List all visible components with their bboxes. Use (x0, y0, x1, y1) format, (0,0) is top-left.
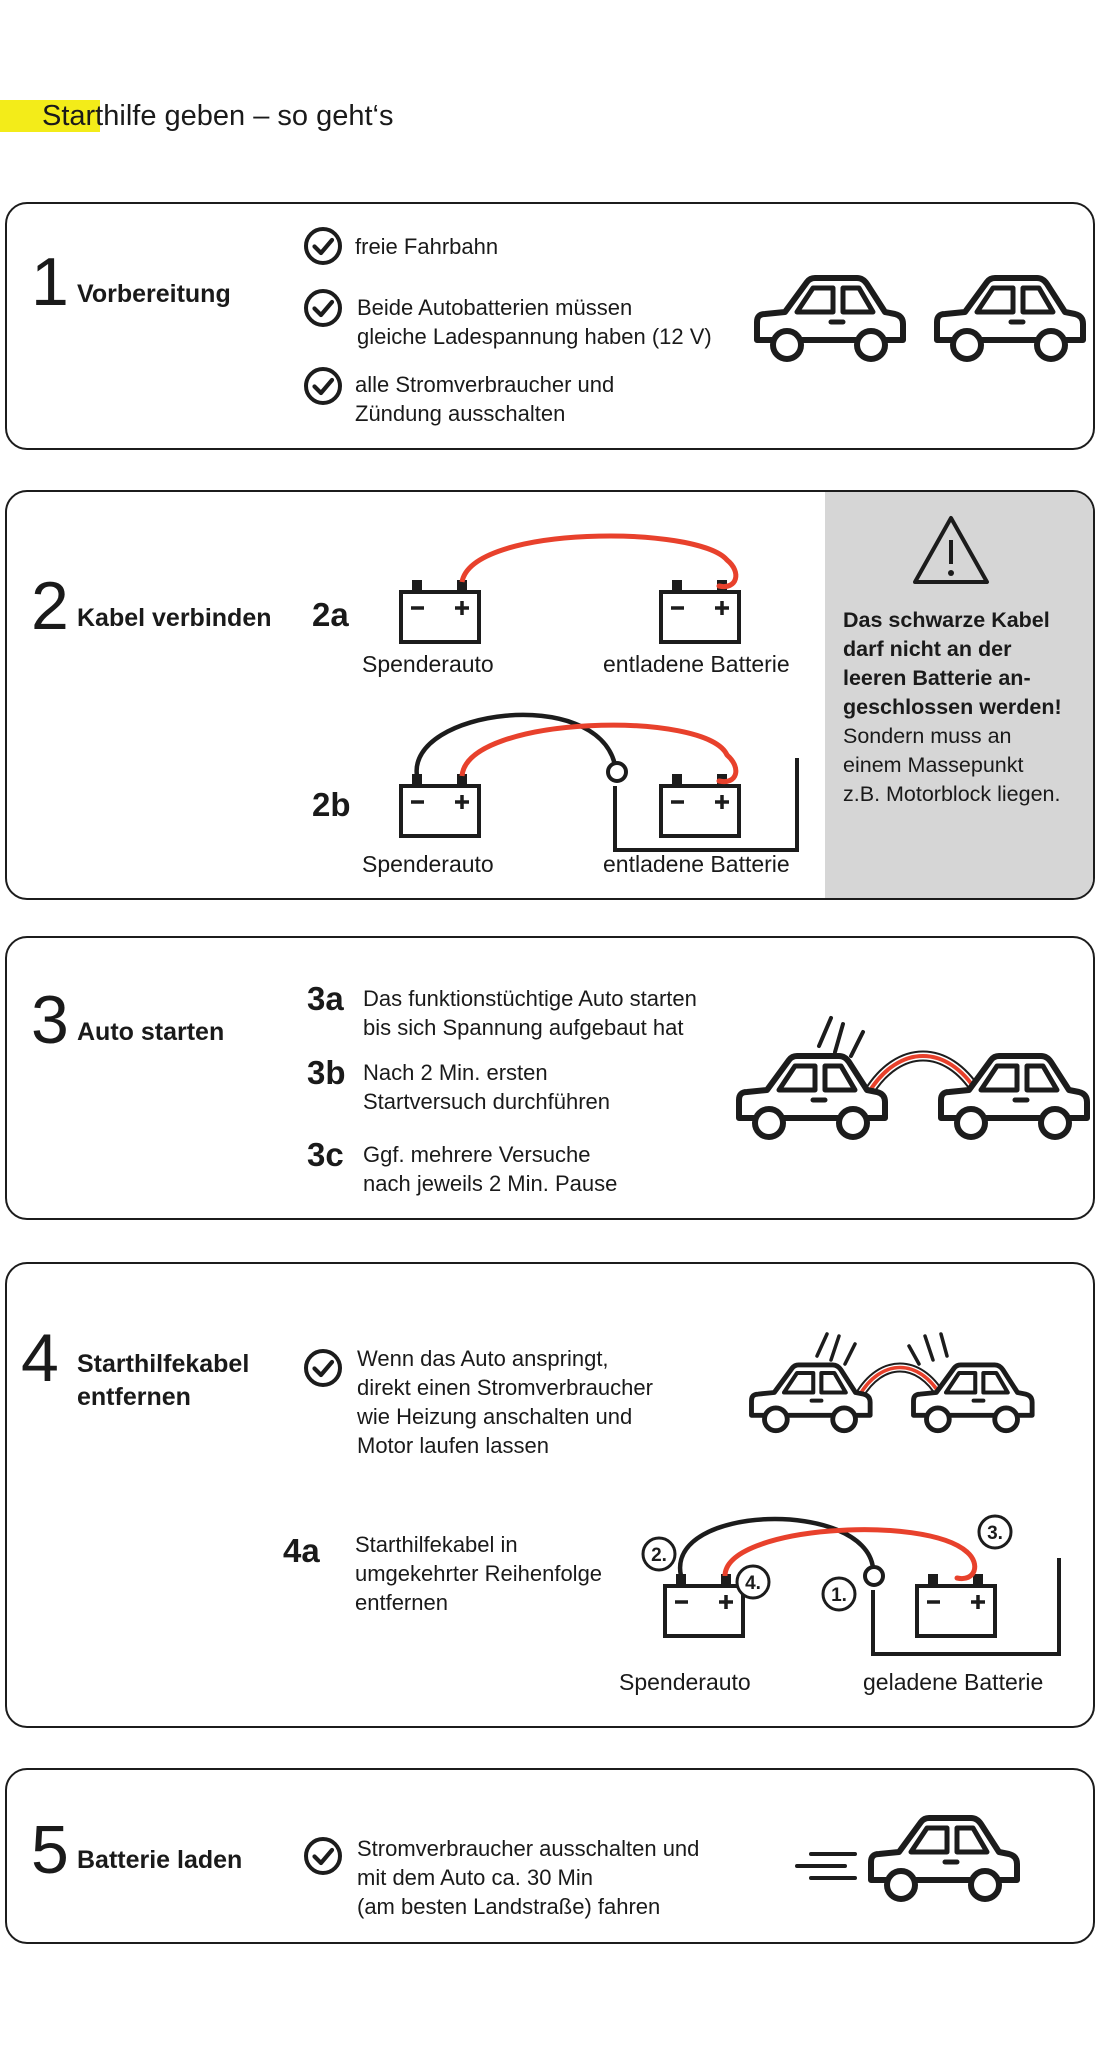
cable-diagram-2 (399, 533, 799, 852)
order-4-label: 4. (745, 1573, 761, 1594)
step-4-line-1: Wenn das Auto anspringt, (357, 1346, 609, 1371)
step-3-card: 3 Auto starten 3a Das funktionstüchtige … (5, 936, 1095, 1220)
step-4a-line-3: entfernen (355, 1590, 448, 1615)
step-4-line-3: wie Heizung anschalten und (357, 1404, 633, 1429)
car-icon (929, 270, 1089, 370)
warning-bold-line: geschlossen werden! (843, 695, 1062, 719)
step-3a-label: 3a (307, 980, 344, 1017)
step-1-item-1: freie Fahrbahn (355, 234, 499, 259)
step-3b-line-1: Nach 2 Min. ersten (363, 1060, 548, 1085)
warning-line: einem Massepunkt (843, 753, 1024, 777)
step-5-line-2: mit dem Auto ca. 30 Min (357, 1865, 593, 1890)
battery-icon (659, 578, 741, 644)
check-circle-icon (303, 1836, 343, 1876)
car-icon (752, 1365, 871, 1431)
car-icon (871, 1818, 1017, 1899)
check-circle-icon (303, 226, 343, 266)
car-icon (739, 1056, 885, 1137)
title-text: Starthilfe geben – so geht‘s (42, 100, 394, 132)
step-3c-line-1: Ggf. mehrere Versuche (363, 1142, 591, 1167)
check-circle-icon (303, 288, 343, 328)
battery-icon (399, 772, 481, 838)
step-2-title: Kabel verbinden (77, 604, 272, 632)
donor-car-label: Spenderauto (362, 851, 494, 877)
step-4a-line-1: Starthilfekabel in (355, 1532, 518, 1557)
step-1-card: 1 Vorbereitung freie Fahrbahn Beide Auto… (5, 202, 1095, 450)
check-circle-icon (303, 1348, 343, 1388)
order-2-label: 2. (651, 1545, 667, 1566)
step-1-item-2-line-2: gleiche Ladespannung haben (12 V) (357, 324, 712, 349)
warning-bold-line: leeren Batterie an- (843, 666, 1031, 690)
warning-bold-line: Das schwarze Kabel (843, 608, 1050, 632)
step-4a-line-2: umgekehrter Reihenfolge (355, 1561, 603, 1586)
dead-battery-label: entladene Batterie (603, 851, 790, 877)
dead-battery-label: entladene Batterie (603, 651, 790, 677)
battery-icon (399, 578, 481, 644)
step-5-line-3: (am besten Landstraße) fahren (357, 1894, 661, 1919)
warning-line: z.B. Motorblock liegen. (843, 782, 1061, 806)
donor-car-label: Spenderauto (362, 651, 494, 677)
step-4-line-2: direkt einen Stromverbraucher (357, 1375, 653, 1400)
step-3c-label: 3c (307, 1136, 344, 1173)
step-4-title-line-2: entfernen (77, 1383, 191, 1411)
car-icon (914, 1365, 1033, 1431)
step-3b-label: 3b (307, 1054, 346, 1091)
warning-bold-line: darf nicht an der (843, 637, 1012, 661)
step-5-title: Batterie laden (77, 1846, 243, 1874)
step-1-item-2-line-1: Beide Autobatterien müssen (357, 295, 633, 320)
motion-lines-icon (795, 1852, 857, 1880)
charged-battery-label: geladene Batterie (863, 1669, 1044, 1695)
step-4-number: 4 (21, 1320, 59, 1396)
step-4-card: 4 Starthilfekabel entfernen Wenn das Aut… (5, 1262, 1095, 1728)
cars-jumpstart-illustration (727, 1016, 1095, 1148)
step-3a-line-2: bis sich Spannung aufgebaut hat (363, 1015, 684, 1040)
step-4-line-4: Motor laufen lassen (357, 1433, 549, 1458)
battery-icon (915, 1572, 997, 1638)
car-driving-illustration (795, 1804, 1033, 1914)
cable-removal-diagram: 2. 4. 1. 3. (641, 1514, 1061, 1656)
warning-triangle-icon (913, 516, 989, 584)
step-2-number: 2 (31, 568, 69, 644)
step-2a-label: 2a (312, 596, 349, 633)
check-circle-icon (303, 366, 343, 406)
donor-car-label: Spenderauto (619, 1669, 751, 1695)
step-3b-line-2: Startversuch durchführen (363, 1089, 611, 1114)
step-5-number: 5 (31, 1812, 69, 1888)
title-highlight (0, 100, 100, 132)
car-icon (749, 270, 909, 370)
warning-line: Sondern muss an (843, 724, 1012, 748)
step-3-number: 3 (31, 982, 69, 1058)
step-4-title-line-1: Starthilfekabel (77, 1350, 250, 1378)
step-5-line-1: Stromverbraucher ausschalten und (357, 1836, 700, 1861)
step-3-title: Auto starten (77, 1018, 225, 1046)
order-3-label: 3. (987, 1523, 1003, 1544)
battery-icon (663, 1572, 745, 1638)
order-1-label: 1. (831, 1585, 847, 1606)
step-1-item-3-line-1: alle Stromverbraucher und (355, 372, 615, 397)
step-2-card: 2 Kabel verbinden 2a Spenderauto entlade… (5, 490, 1095, 900)
step-4a-label: 4a (283, 1532, 320, 1569)
step-5-card: 5 Batterie laden Stromverbraucher aussch… (5, 1768, 1095, 1944)
step-2b-label: 2b (312, 786, 351, 823)
step-1-title: Vorbereitung (77, 280, 231, 308)
step-3a-line-1: Das funktionstüchtige Auto starten (363, 986, 697, 1011)
step-3c-line-2: nach jeweils 2 Min. Pause (363, 1171, 618, 1196)
step-1-number: 1 (31, 244, 69, 320)
cars-running-illustration (741, 1332, 1051, 1438)
warning-note: Das schwarze Kabel darf nicht an der lee… (825, 492, 1093, 898)
step-1-item-3-line-2: Zündung ausschalten (355, 401, 566, 426)
